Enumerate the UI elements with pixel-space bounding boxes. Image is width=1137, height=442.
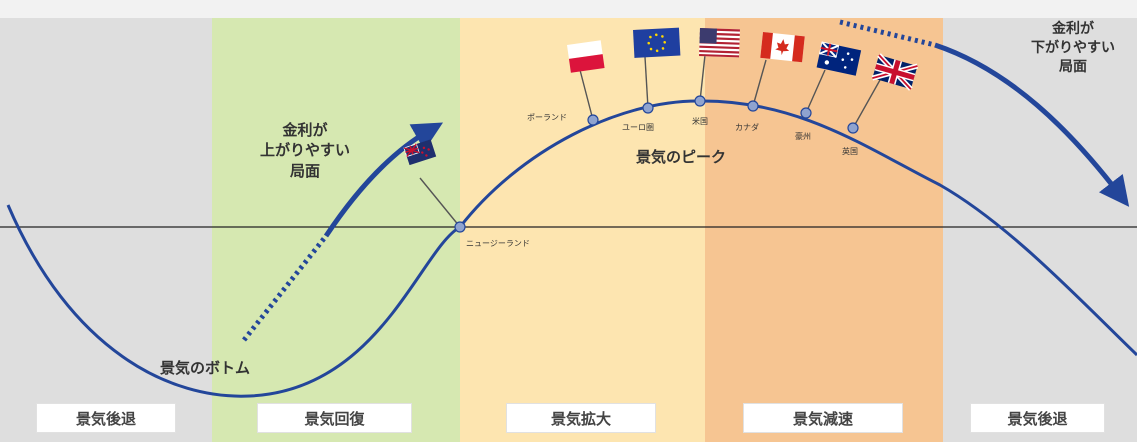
label-euro-area: ユーロ圏 [622,123,654,132]
new-zealand-flag-icon [403,139,437,166]
marker-australia [800,107,812,119]
phase-band-recession-left [0,18,212,442]
eu-flag-icon [633,27,681,58]
rates-rising-line-1: 金利が [282,121,328,139]
label-new-zealand: ニュージーランド [466,239,530,248]
label-canada: カナダ [735,123,759,132]
rates-falling-note: 金利が 下がりやすい 局面 [1018,20,1128,77]
economic-bottom-label: 景気のボトム [160,359,251,377]
rates-falling-line-3: 局面 [1059,58,1087,75]
marker-us [694,95,706,107]
marker-euro-area [642,102,654,114]
marker-new-zealand [454,221,466,233]
australia-flag-icon [816,41,862,76]
marker-canada [747,100,759,112]
label-poland: ポーランド [527,113,567,122]
rising-rate-arrow-tail [242,234,328,342]
rates-rising-line-3: 局面 [289,161,320,180]
canada-flag-icon [760,32,805,63]
phase-band-slowdown [705,18,943,442]
falling-rate-arrow-tail [839,19,936,48]
falling-rate-arrow [934,42,1130,207]
label-australia: 豪州 [795,132,811,141]
marker-uk [847,122,859,134]
flag-poles [419,54,881,228]
economic-cycle-curve [6,99,1137,398]
label-us: 米国 [692,117,708,126]
phase-label-expansion: 景気拡大 [506,403,656,433]
phase-band-recovery [212,18,460,442]
rising-rate-arrow [323,122,444,238]
rates-rising-note: 金利が 上がりやすい 局面 [250,120,360,181]
economic-peak-label: 景気のピーク [636,148,727,166]
rates-falling-line-1: 金利が [1052,21,1094,37]
phase-label-recession-left: 景気後退 [36,403,176,433]
phase-band-recession-right [943,18,1137,442]
rates-falling-line-2: 下がりやすい [1031,39,1115,56]
phase-label-recovery: 景気回復 [257,403,412,433]
country-markers [454,95,859,233]
label-uk: 英国 [842,147,858,156]
phase-label-slowdown: 景気減速 [743,403,903,433]
phase-band-expansion [460,18,705,442]
rates-rising-line-2: 上がりやすい [259,141,350,160]
phase-label-recession-right: 景気後退 [970,403,1105,433]
marker-poland [587,114,599,126]
poland-flag-icon [567,40,605,73]
us-flag-icon [699,28,740,58]
uk-flag-icon [871,53,919,91]
